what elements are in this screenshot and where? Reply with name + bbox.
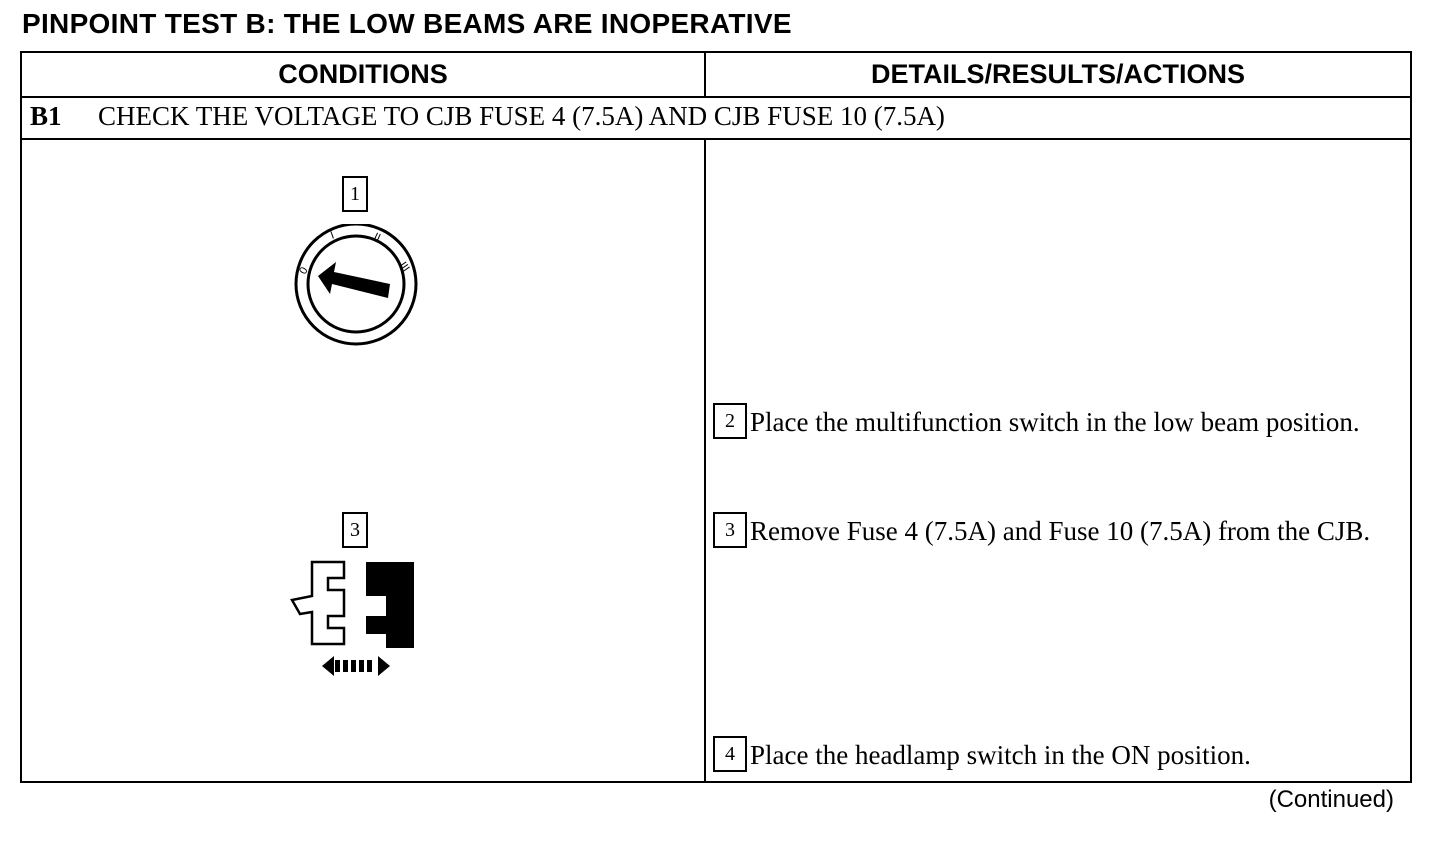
- ignition-switch-icon: 0 I II III: [294, 224, 418, 346]
- figure-callout-1: 1: [342, 176, 368, 212]
- header-divider: [704, 53, 706, 97]
- action-callout-3: 3: [713, 512, 747, 548]
- step-rule: [22, 138, 1410, 140]
- action-callout-4: 4: [713, 736, 747, 772]
- action-text-3: Remove Fuse 4 (7.5A) and Fuse 10 (7.5A) …: [750, 516, 1371, 546]
- page-title: PINPOINT TEST B: THE LOW BEAMS ARE INOPE…: [22, 8, 792, 39]
- ignition-pos-2: II: [372, 231, 383, 244]
- step-heading-row: B1 CHECK THE VOLTAGE TO CJB FUSE 4 (7.5A)…: [30, 101, 945, 132]
- step-heading: CHECK THE VOLTAGE TO CJB FUSE 4 (7.5A) A…: [98, 101, 945, 131]
- figure-callout-3: 3: [342, 512, 368, 548]
- ignition-pos-1: I: [329, 229, 336, 241]
- action-text-4: Place the headlamp switch in the ON posi…: [750, 740, 1251, 770]
- details-header: DETAILS/RESULTS/ACTIONS: [870, 59, 1245, 89]
- conditions-header: CONDITIONS: [278, 59, 448, 89]
- ignition-pos-0: 0: [297, 265, 310, 276]
- action-callout-2: 2: [713, 403, 747, 439]
- pinpoint-test-table: CONDITIONS DETAILS/RESULTS/ACTIONS B1 CHE…: [20, 51, 1412, 783]
- fuse-removal-icon: [290, 560, 414, 676]
- continued-note: (Continued): [1268, 786, 1394, 813]
- header-rule: [22, 96, 1410, 98]
- body-divider: [704, 140, 706, 781]
- action-text-2: Place the multifunction switch in the lo…: [750, 407, 1360, 437]
- step-id: B1: [30, 101, 62, 131]
